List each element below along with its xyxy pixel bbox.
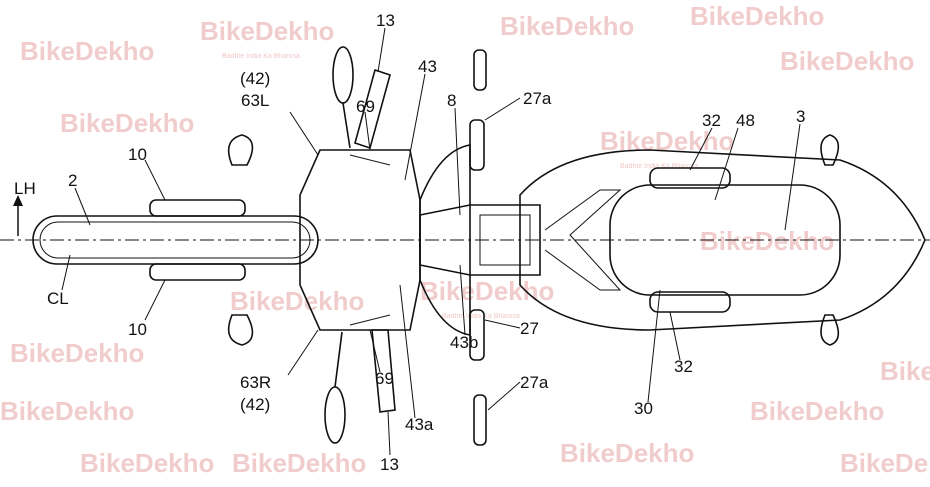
label-3: 3 — [796, 107, 805, 126]
label-69-top: 69 — [356, 97, 375, 116]
watermark-tagline: Badhte India Ka Bharosa — [442, 313, 520, 320]
watermark: BikeDekho — [750, 396, 884, 426]
label-CL: CL — [47, 289, 69, 308]
label-8: 8 — [447, 91, 456, 110]
watermark: BikeDekho — [10, 338, 144, 368]
label-63R: 63R — [240, 373, 271, 392]
watermark: BikeDekho — [700, 226, 834, 256]
label-42-bottom: (42) — [240, 395, 270, 414]
label-69-bottom: 69 — [375, 369, 394, 388]
label-42-top: (42) — [240, 69, 270, 88]
watermark: BikeDekho — [60, 108, 194, 138]
label-32-bottom: 32 — [674, 357, 693, 376]
watermark-tagline: Badhte India Ka Bharosa — [620, 163, 698, 170]
watermark: BikeDekho — [500, 11, 634, 41]
label-30: 30 — [634, 399, 653, 418]
label-32-top: 32 — [702, 111, 721, 130]
watermark: BikeDekho — [200, 16, 334, 46]
watermark: BikeDekho — [230, 286, 364, 316]
watermark: BikeDekho — [0, 396, 134, 426]
watermark: BikeDekho — [80, 448, 214, 478]
watermark: BikeDekho — [560, 438, 694, 468]
watermark: BikeDekho — [880, 356, 930, 386]
label-27: 27 — [520, 319, 539, 338]
label-13-top: 13 — [376, 11, 395, 30]
watermarks: BikeDekho BikeDekho BikeDekho BikeDekho … — [0, 1, 930, 478]
label-10-top: 10 — [128, 145, 147, 164]
watermark: BikeDekho — [690, 1, 824, 31]
watermark: BikeDekho — [780, 46, 914, 76]
watermark: BikeDekho — [232, 448, 366, 478]
watermark: BikeDekho — [20, 36, 154, 66]
label-48: 48 — [736, 111, 755, 130]
label-43: 43 — [418, 57, 437, 76]
label-2: 2 — [68, 171, 77, 190]
label-13-bottom: 13 — [380, 455, 399, 474]
motorcycle-outline — [32, 46, 926, 446]
watermark-tagline: Badhte India Ka Bharosa — [222, 53, 300, 60]
label-43a: 43a — [405, 415, 434, 434]
watermark: BikeDekho — [840, 448, 930, 478]
lh-arrowhead — [13, 195, 23, 206]
label-63L: 63L — [241, 91, 269, 110]
label-43b: 43b — [450, 333, 478, 352]
label-LH: LH — [14, 179, 36, 198]
label-27a-bottom: 27a — [520, 373, 549, 392]
leader-lines — [61, 27, 801, 456]
label-27a-top: 27a — [523, 89, 552, 108]
watermark: BikeDekho — [420, 276, 554, 306]
label-10-bottom: 10 — [128, 320, 147, 339]
